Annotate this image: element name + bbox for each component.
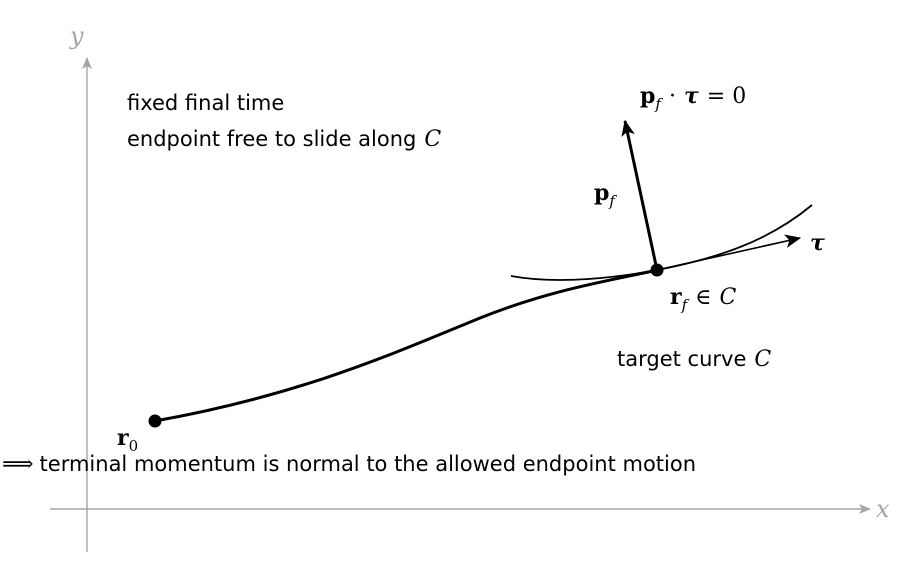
- conclusion-statement: ⟹terminal momentum is normal to the allo…: [2, 452, 696, 477]
- y-axis-label: y: [69, 22, 84, 50]
- x-axis-label: x: [876, 495, 890, 523]
- trajectory-path: [154, 268, 658, 423]
- momentum-vector-label: pf: [594, 180, 617, 210]
- tangent-vector-arrow: [656, 234, 802, 271]
- condition-fixed-time: fixed final time: [127, 91, 284, 115]
- end-point-label: rf∈C: [670, 284, 736, 314]
- start-point-dot: [148, 414, 162, 428]
- start-point-label: r0: [117, 425, 138, 455]
- end-point-dot: [650, 263, 664, 277]
- momentum-vector-arrow: [621, 119, 659, 271]
- tangent-vector-label: τ: [810, 230, 825, 256]
- orthogonality-label: pf·τ= 0: [640, 83, 746, 113]
